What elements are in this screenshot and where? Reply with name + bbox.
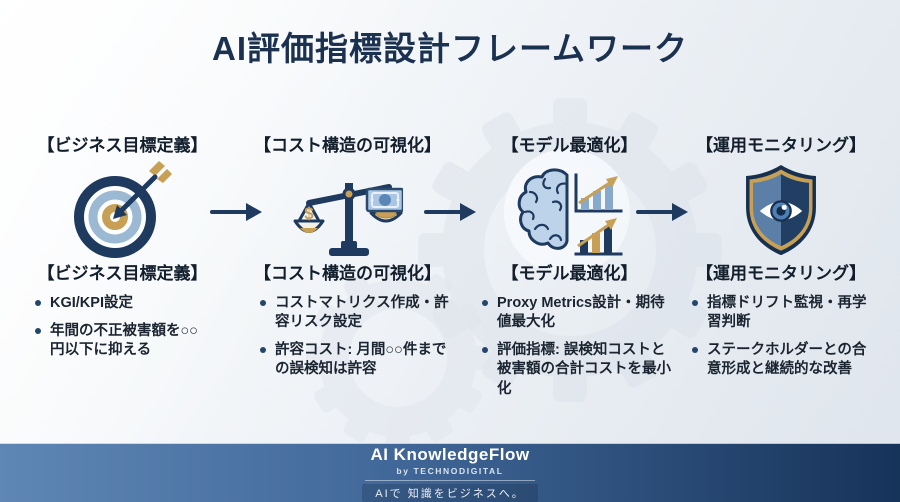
list-item: 評価指標: 誤検知コストと被害額の合計コストを最小化 <box>482 341 677 398</box>
step-label: 【運用モニタリング】 <box>696 264 866 283</box>
step-header: 【運用モニタリング】 <box>696 136 866 155</box>
bullet-icon <box>260 347 266 354</box>
bullet-icon <box>482 300 488 306</box>
bullet-icon <box>692 347 698 354</box>
brain-chart-icon <box>517 168 622 256</box>
target-icon <box>73 161 172 258</box>
list-item: KGI/KPI設定 <box>35 294 230 313</box>
arrow-right-icon <box>636 203 688 221</box>
footer-brand-band: AI KnowledgeFlow by TECHNODIGITAL AIで 知識… <box>0 443 900 502</box>
bullet-icon <box>35 328 41 335</box>
step-header: 【モデル最適化】 <box>501 136 638 155</box>
shield-eye-icon <box>746 165 816 256</box>
arrow-right-icon <box>424 203 476 221</box>
page-title: AI評価指標設計フレームワーク <box>211 30 688 67</box>
list-item: 許容コスト: 月間○○件までの誤検知は許容 <box>260 341 455 379</box>
bullet-icon <box>692 300 698 306</box>
step-bullet-list: KGI/KPI設定 年間の不正被害額を○○円以下に抑える <box>35 294 230 369</box>
step-label: 【コスト構造の可視化】 <box>254 264 441 283</box>
step-label: 【ビジネス目標定義】 <box>37 264 208 283</box>
list-item: 年間の不正被害額を○○円以下に抑える <box>35 322 230 360</box>
list-item: ステークホルダーとの合意形成と継続的な改善 <box>692 341 890 379</box>
bullet-icon <box>482 347 488 354</box>
arrow-right-icon <box>210 203 262 221</box>
footer-divider <box>365 480 535 481</box>
step-label: 【モデル最適化】 <box>501 264 638 283</box>
balance-scale-icon: $ <box>293 183 403 256</box>
bullet-icon <box>260 300 266 306</box>
list-item: コストマトリクス作成・許容リスク設定 <box>260 294 455 332</box>
brand-tagline: AIで 知識をビジネスへ。 <box>362 484 538 502</box>
step-bullet-list: コストマトリクス作成・許容リスク設定 許容コスト: 月間○○件までの誤検知は許容 <box>260 294 455 389</box>
bullet-icon <box>35 300 41 306</box>
list-item: 指標ドリフト監視・再学習判断 <box>692 294 890 332</box>
brand-byline: by TECHNODIGITAL <box>396 466 504 476</box>
svg-text:$: $ <box>304 204 314 223</box>
step-bullet-list: 指標ドリフト監視・再学習判断 ステークホルダーとの合意形成と継続的な改善 <box>692 294 890 389</box>
step-bullet-list: Proxy Metrics設計・期待値最大化 評価指標: 誤検知コストと被害額の… <box>482 294 677 408</box>
list-item: Proxy Metrics設計・期待値最大化 <box>482 294 677 332</box>
brand-logo-text: AI KnowledgeFlow <box>370 445 530 464</box>
step-header: 【ビジネス目標定義】 <box>37 136 208 155</box>
step-header: 【コスト構造の可視化】 <box>254 136 441 155</box>
